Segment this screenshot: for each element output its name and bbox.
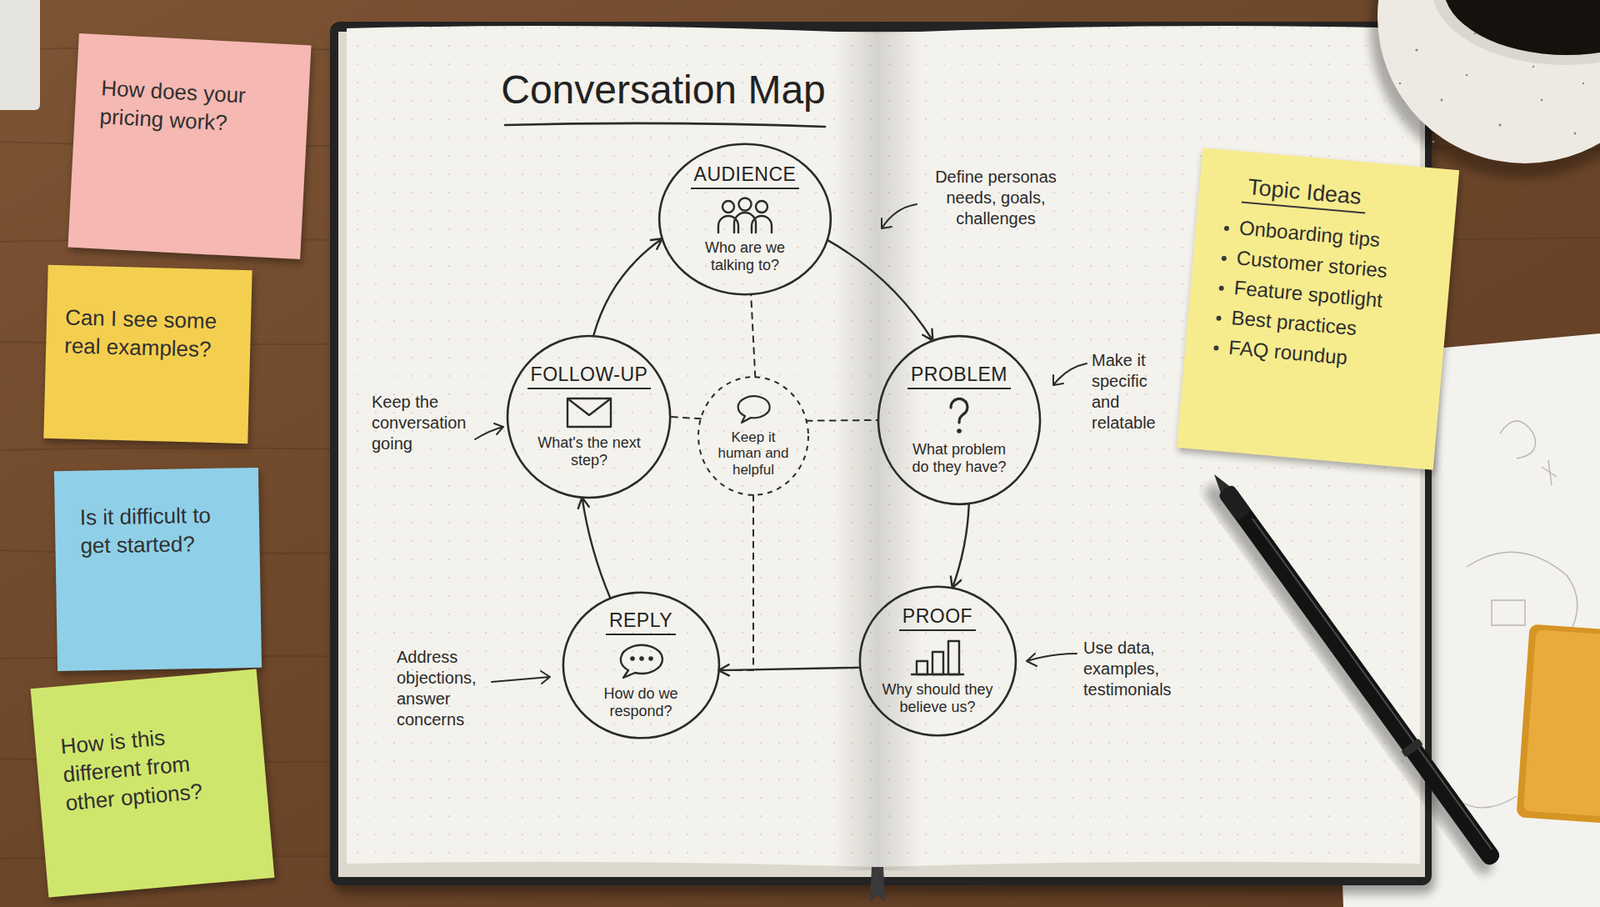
bubble-icon xyxy=(735,394,772,425)
circle-content: REPLY How do we respond? xyxy=(584,609,697,721)
stage-question: What's the next step? xyxy=(532,434,645,470)
circle-content: Keep it human and helpful xyxy=(713,394,794,479)
desk-object xyxy=(0,0,40,110)
mail-icon xyxy=(565,395,614,430)
stage-question: Who are we talking to? xyxy=(689,239,802,275)
sticky-note: How does your pricing work? xyxy=(67,33,311,260)
question-text: Can I see some real examples? xyxy=(64,303,237,365)
hub-text: Keep it human and helpful xyxy=(713,429,794,479)
hub-circle: Keep it human and helpful xyxy=(696,375,810,497)
leader-arrow xyxy=(1026,653,1077,666)
circle-content: PROOF Why should they believe us? xyxy=(880,605,994,717)
circle-content: FOLLOW-UP What's the next step? xyxy=(527,363,652,470)
stage-question: How do we respond? xyxy=(584,685,697,721)
heading-underline xyxy=(907,387,1011,390)
people-icon xyxy=(715,195,775,235)
stage-circle: AUDIENCE Who are we talking to? xyxy=(656,141,834,297)
stage-heading: REPLY xyxy=(609,609,673,631)
annotation: Use data, examples, testimonials xyxy=(1083,637,1188,700)
circle-outline xyxy=(505,333,673,500)
chat-icon xyxy=(616,641,665,680)
pen xyxy=(1198,467,1507,878)
sticky-note: Is it difficult to get started? xyxy=(54,467,262,671)
flow-arrow xyxy=(578,497,611,599)
page-gutter xyxy=(833,30,922,870)
dashed-link xyxy=(750,294,755,377)
leader-arrow xyxy=(491,670,550,684)
dashed-link xyxy=(718,495,754,670)
note-heading: Topic Ideas xyxy=(1241,173,1368,215)
annotation: Define personas needs, goals, challenges xyxy=(920,166,1071,230)
stage-heading: PROBLEM xyxy=(910,363,1008,385)
annotation-box: Keep the conversation going xyxy=(371,391,472,455)
stage-circle: PROBLEM What problem do they have? xyxy=(875,333,1043,507)
question-text: How is this different from other options… xyxy=(59,719,226,818)
dashed-link xyxy=(670,416,701,419)
circle-content: AUDIENCE Who are we talking to? xyxy=(689,163,802,275)
stage-question: What problem do they have? xyxy=(903,440,1016,477)
leader-arrow xyxy=(881,204,917,229)
sticky-note: Can I see some real examples? xyxy=(43,265,252,444)
title-box: Conversation Map xyxy=(488,70,839,110)
flow-arrow xyxy=(950,503,970,588)
heading-underline xyxy=(527,387,652,390)
topic-note: Topic IdeasOnboarding tipsCustomer stori… xyxy=(1176,147,1460,470)
diagram-title: Conversation Map xyxy=(488,70,839,110)
annotation: Keep the conversation going xyxy=(371,391,472,455)
annotation: Make it specific and relatable xyxy=(1091,350,1171,434)
flow-arrow xyxy=(593,238,663,336)
annotation: Address objections, answer concerns xyxy=(396,646,487,730)
flow-arrow xyxy=(827,240,934,341)
orange-notebook xyxy=(1515,624,1600,825)
left-page xyxy=(346,25,878,867)
question-icon xyxy=(945,395,974,436)
annotation-box: Make it specific and relatable xyxy=(1091,350,1171,434)
annotation-box: Use data, examples, testimonials xyxy=(1083,637,1188,700)
annotation-box: Address objections, answer concerns xyxy=(396,646,487,730)
question-text: Is it difficult to get started? xyxy=(80,501,219,560)
stage-circle: REPLY How do we respond? xyxy=(560,590,722,740)
ribbon xyxy=(870,866,885,902)
stage-heading: AUDIENCE xyxy=(694,163,797,185)
heading-underline xyxy=(605,633,676,635)
circle-content: PROBLEM What problem do they have? xyxy=(903,363,1016,477)
stage-heading: FOLLOW-UP xyxy=(530,363,649,385)
stage-circle: FOLLOW-UP What's the next step? xyxy=(505,333,673,500)
stage-heading: PROOF xyxy=(902,605,973,627)
leader-arrow xyxy=(1053,363,1087,385)
leader-arrow xyxy=(475,423,504,440)
heading-underline xyxy=(690,187,800,190)
heading-underline xyxy=(899,629,976,631)
stage-circle: PROOF Why should they believe us? xyxy=(857,584,1019,738)
coffee-mug xyxy=(1370,0,1600,179)
question-text: How does your pricing work? xyxy=(99,74,288,140)
title-underline xyxy=(505,123,825,127)
annotation-box: Define personas needs, goals, challenges xyxy=(920,166,1071,230)
dashed-link xyxy=(806,419,879,422)
stage-question: Why should they believe us? xyxy=(880,680,994,717)
chart-icon xyxy=(910,637,965,676)
sticky-note: How is this different from other options… xyxy=(30,669,275,898)
